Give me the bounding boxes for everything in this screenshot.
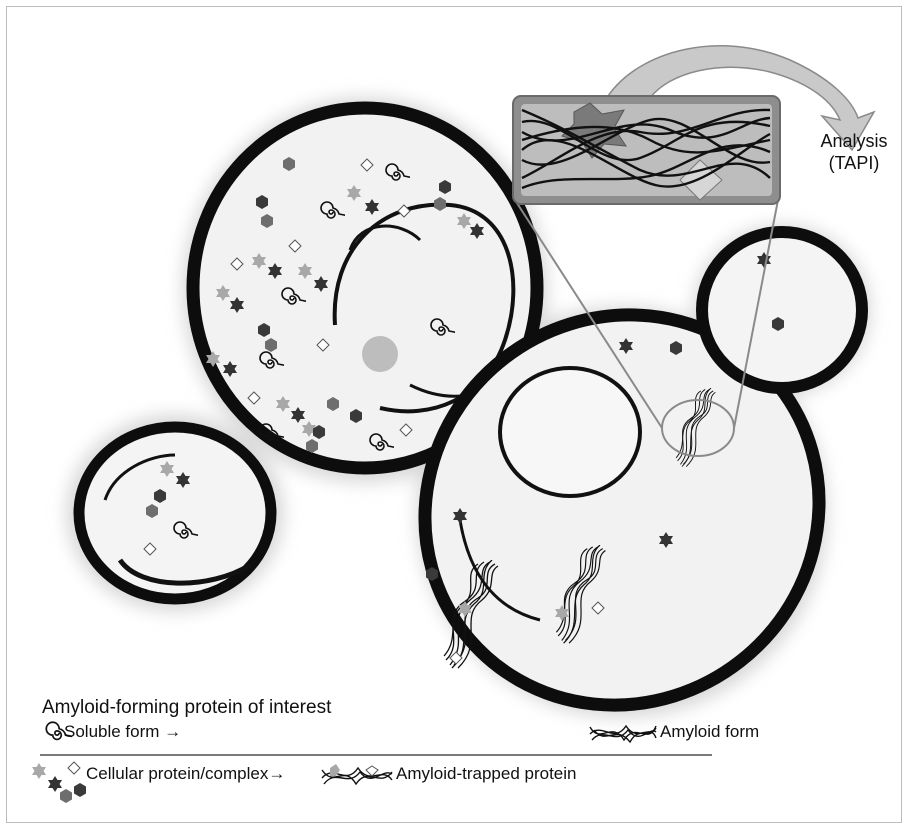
amyloid-zoom-box <box>513 96 780 204</box>
legend-cellular-text: Cellular protein/complex→ <box>86 764 285 784</box>
legend-trapped-fibril-icon <box>322 764 392 784</box>
analysis-label-line2: (TAPI) <box>806 152 902 174</box>
legend-heading: Amyloid-forming protein of interest <box>42 697 331 719</box>
left-bud-cell <box>79 427 271 599</box>
legend-amyloid-fibril-icon <box>590 726 656 742</box>
analysis-label: Analysis (TAPI) <box>806 130 902 174</box>
legend-amyloid-text: Amyloid form <box>660 722 759 742</box>
legend-soluble-text: Soluble form → <box>64 722 181 742</box>
right-bud-cell <box>702 232 862 388</box>
legend-trapped-text: Amyloid-trapped protein <box>396 764 576 784</box>
analysis-label-line1: Analysis <box>806 130 902 152</box>
